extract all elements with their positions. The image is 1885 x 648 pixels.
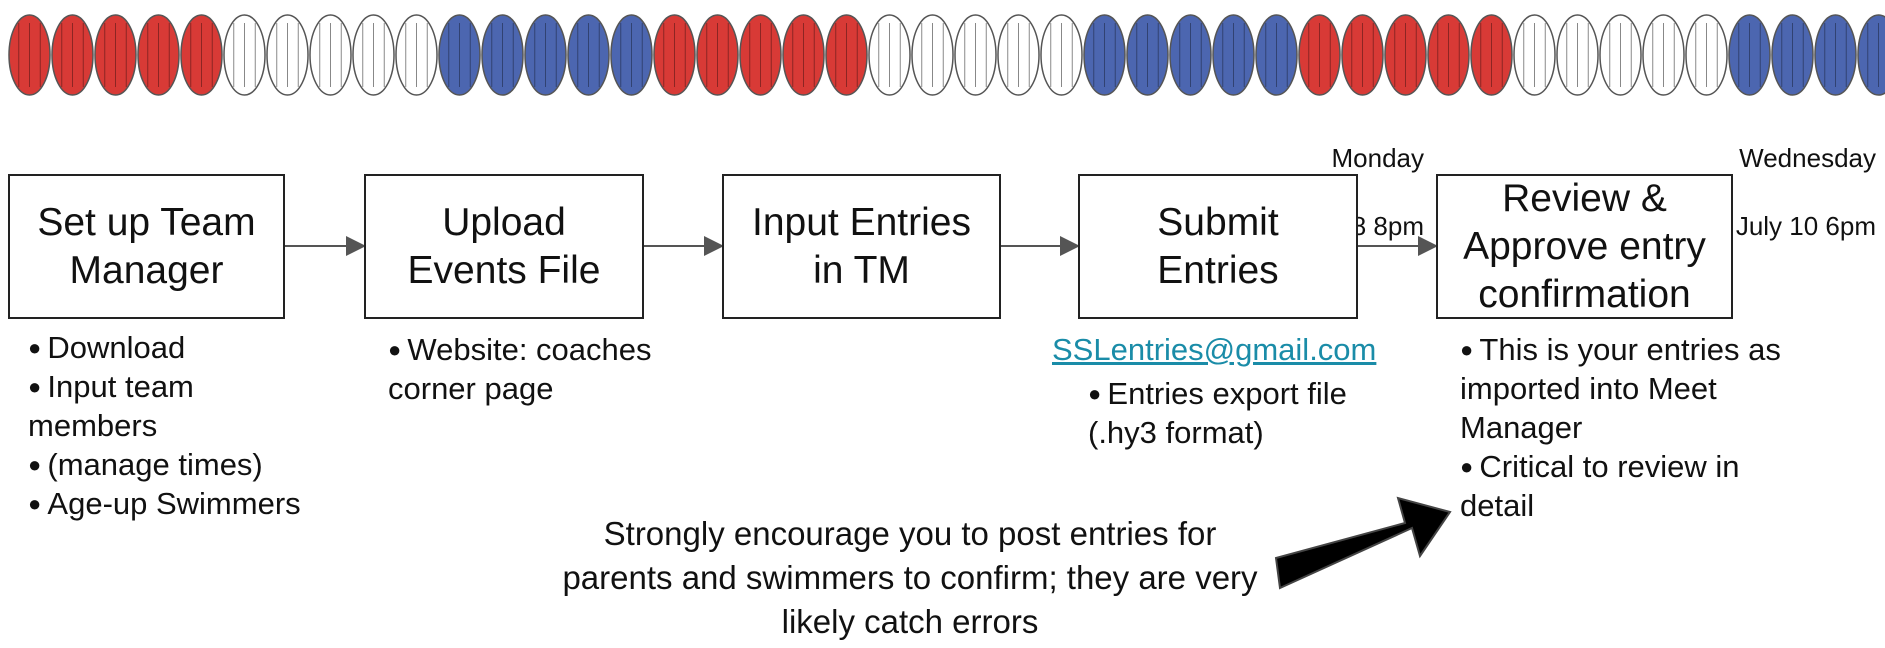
encouragement-note: Strongly encourage you to post entries f…: [562, 515, 1258, 640]
rope-float: [94, 14, 137, 96]
rope-float: [739, 14, 782, 96]
rope-float: [696, 14, 739, 96]
step-label: Set up Team Manager: [37, 200, 256, 292]
rope-float: [1771, 14, 1814, 96]
step-input-entries: Input Entries in TM: [722, 174, 1001, 319]
step-setup-team-manager: Set up Team Manager: [8, 174, 285, 319]
rope-float: [782, 14, 825, 96]
deadline-datetime: July 10 6pm: [1735, 211, 1876, 241]
rope-float: [1169, 14, 1212, 96]
rope-float: [1857, 14, 1885, 96]
rope-float: [567, 14, 610, 96]
list-item: Website: coaches corner page: [388, 330, 708, 408]
step-submit-entries: Submit Entries: [1078, 174, 1358, 319]
entries-email-link[interactable]: SSLentries@gmail.com: [1052, 332, 1377, 367]
rope-float: [51, 14, 94, 96]
rope-float: [524, 14, 567, 96]
lane-rope-decoration: [8, 14, 1885, 96]
rope-float: [1814, 14, 1857, 96]
list-item: (manage times): [28, 445, 318, 484]
rope-float: [1298, 14, 1341, 96]
rope-float: [8, 14, 51, 96]
rope-float: [1384, 14, 1427, 96]
rope-float: [825, 14, 868, 96]
rope-float: [653, 14, 696, 96]
rope-float: [1728, 14, 1771, 96]
step-label: Input Entries in TM: [752, 200, 971, 292]
review-bullets: This is your entries as imported into Me…: [1460, 330, 1790, 525]
list-item: Entries export file (.hy3 format): [1088, 374, 1388, 452]
step-label: Review & Approve entry confirmation: [1463, 176, 1706, 316]
list-item: Download: [28, 328, 318, 367]
rope-float: [1341, 14, 1384, 96]
list-item: Input team members: [28, 367, 248, 445]
deadline-review: Wednesday July 10 6pm: [1630, 107, 1876, 277]
rope-float: [137, 14, 180, 96]
list-item: Critical to review in detail: [1460, 447, 1790, 525]
rope-float: [1255, 14, 1298, 96]
rope-float: [180, 14, 223, 96]
step-label: Upload Events File: [407, 200, 601, 292]
upload-bullets: Website: coaches corner page: [388, 330, 708, 408]
step-label: Submit Entries: [1157, 200, 1279, 292]
rope-float: [1126, 14, 1169, 96]
setup-bullets: Download Input team members (manage time…: [28, 328, 318, 523]
rope-float: [1083, 14, 1126, 96]
step-review-approve: Review & Approve entry confirmation: [1436, 174, 1733, 319]
rope-float: [438, 14, 481, 96]
step-upload-events-file: Upload Events File: [364, 174, 644, 319]
deadline-day: Monday: [1331, 143, 1425, 173]
rope-float: [1427, 14, 1470, 96]
rope-float: [610, 14, 653, 96]
rope-float: [1212, 14, 1255, 96]
rope-float: [1470, 14, 1513, 96]
list-item: Age-up Swimmers: [28, 484, 318, 523]
deadline-day: Wednesday: [1739, 143, 1876, 173]
submit-bullets: Entries export file (.hy3 format): [1088, 374, 1388, 452]
rope-float: [481, 14, 524, 96]
list-item: This is your entries as imported into Me…: [1460, 330, 1790, 447]
